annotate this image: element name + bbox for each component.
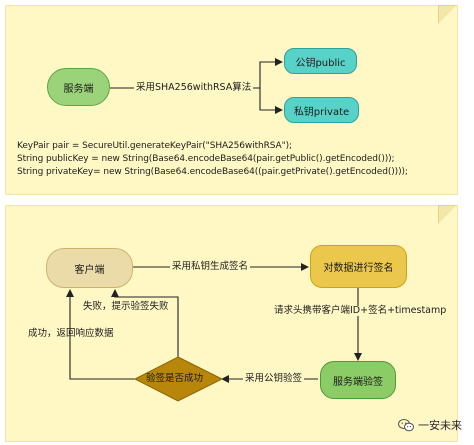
arrow-fail-to-client: [111, 289, 179, 357]
client-node-label: 客户端: [74, 264, 105, 276]
code-line-public-key: String publicKey = new String(Base64.enc…: [17, 154, 395, 164]
arrow-to-private-key: [259, 88, 283, 114]
code-line-keypair: KeyPair pair = SecureUtil.generateKeyPai…: [17, 141, 292, 151]
watermark-text: 一安未来: [418, 419, 462, 432]
edge-label-request: 请求头携带客户端ID+签名+timestamp: [272, 305, 449, 316]
public-key-node: 公钥public: [284, 48, 357, 74]
server-verify-node: 服务端验签: [320, 361, 396, 399]
sign-data-node: 对数据进行签名: [310, 245, 407, 288]
edge-label-fail: 失败，提示验签失败: [83, 301, 169, 312]
edge-label-success: 成功，返回响应数据: [28, 328, 114, 339]
arrow-success-to-client: [66, 289, 135, 380]
decision-label: 验签是否成功: [146, 373, 204, 384]
client-node: 客户端: [46, 248, 133, 288]
server-node: 服务端: [47, 68, 110, 106]
private-key-node: 私钥private: [284, 97, 359, 123]
server-node-label: 服务端: [63, 83, 94, 95]
decision-diamond: [133, 356, 224, 402]
code-line-private-key: String privateKey= new String(Base64.enc…: [17, 167, 408, 177]
signature-flow-panel: [5, 205, 458, 442]
watermark: 一安未来: [398, 417, 462, 433]
edge-label-private-sign: 采用私钥生成签名: [170, 261, 251, 272]
wechat-icon: [398, 418, 414, 432]
sign-data-label: 对数据进行签名: [323, 263, 394, 274]
private-key-label: 私钥private: [293, 106, 350, 118]
server-verify-label: 服务端验签: [333, 376, 383, 388]
public-key-label: 公钥public: [295, 57, 346, 69]
edge-label-public-verify: 采用公钥验签: [243, 373, 305, 384]
algorithm-label: 采用SHA256withRSA算法: [134, 82, 254, 93]
